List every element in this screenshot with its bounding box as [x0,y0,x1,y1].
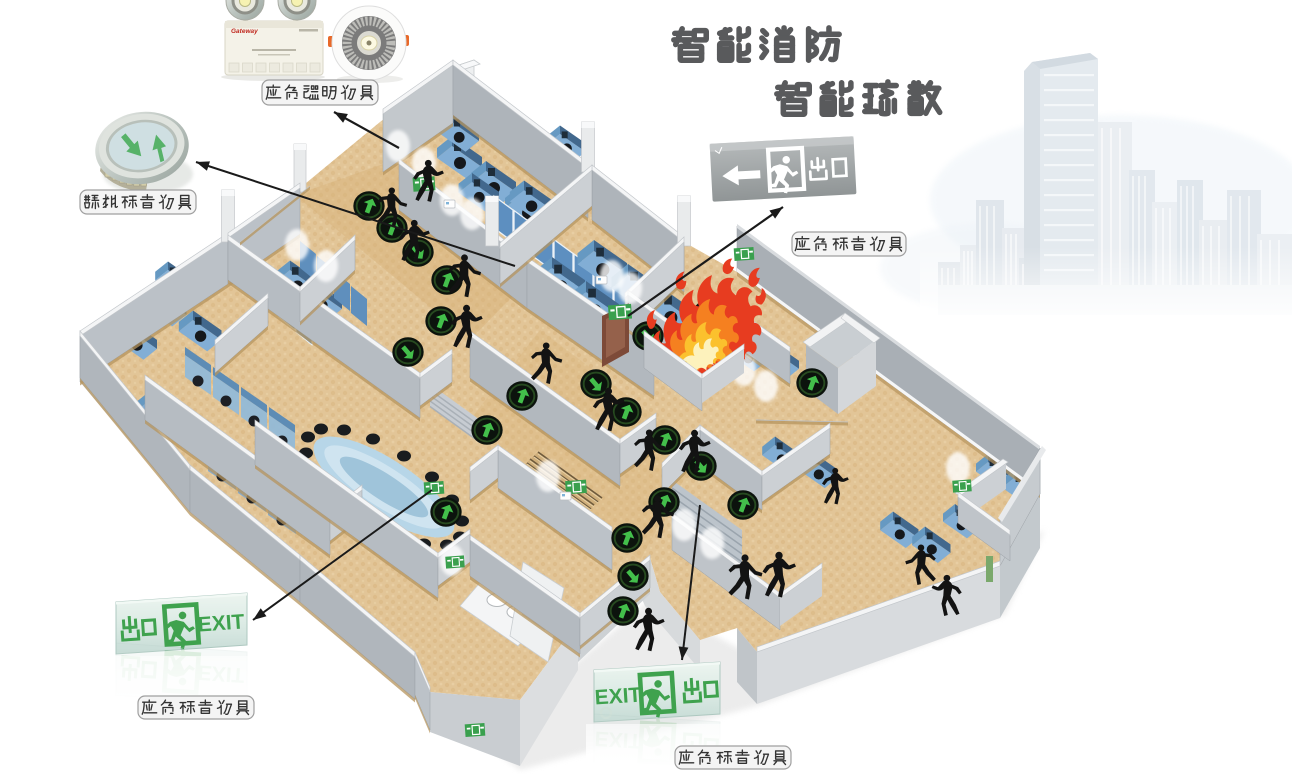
svg-text:EXIT: EXIT [197,610,245,636]
svg-text:EXIT: EXIT [594,684,642,710]
svg-text:Gateway: Gateway [231,28,258,35]
